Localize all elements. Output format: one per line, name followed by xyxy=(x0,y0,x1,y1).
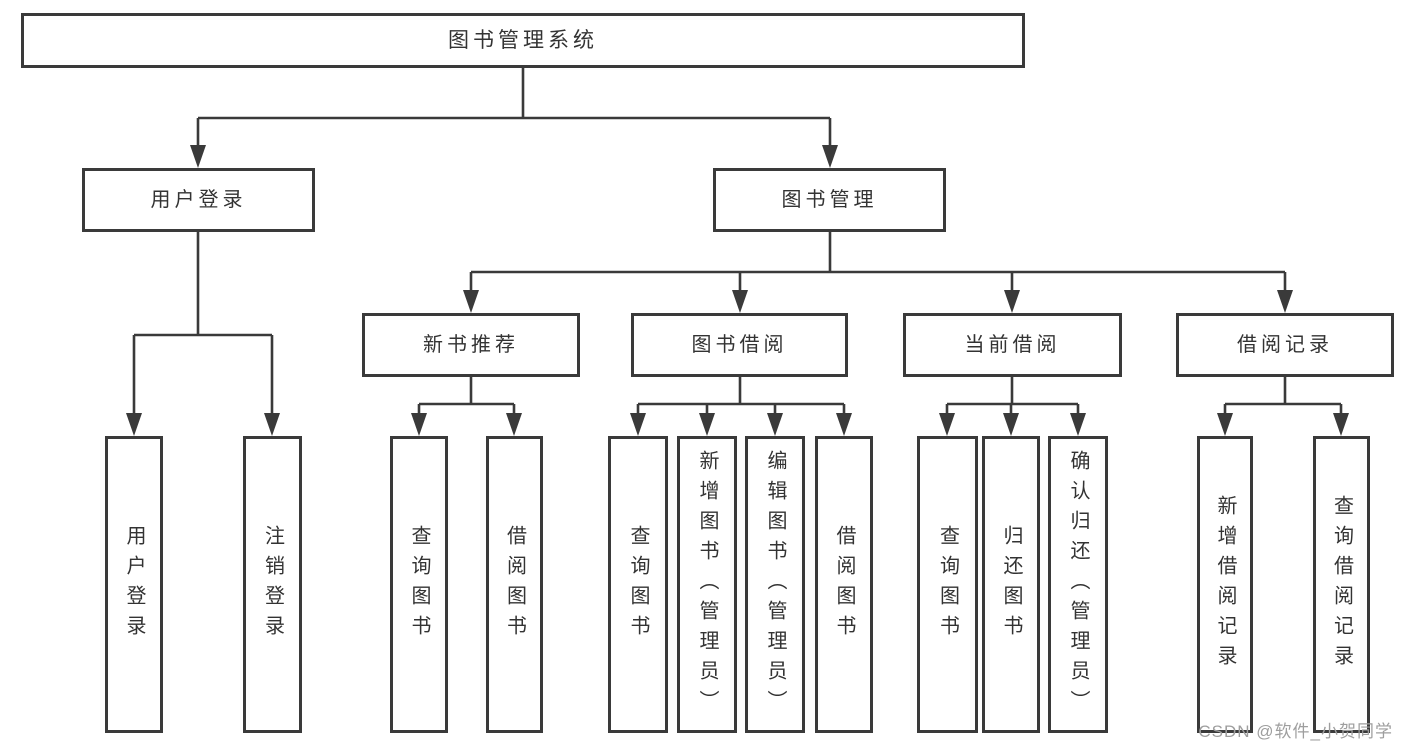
node-label: 查询图书 xyxy=(936,524,959,645)
arrow-head xyxy=(264,413,280,436)
arrow-head xyxy=(699,413,715,436)
leaf-return-books: 归还图书 xyxy=(982,436,1040,733)
connector-new-book-children xyxy=(417,377,516,418)
arrow-head xyxy=(1333,413,1349,436)
node-label: 图书管理系统 xyxy=(448,29,598,52)
connector-book-mgmt-children xyxy=(469,232,1287,295)
arrow-head xyxy=(411,413,427,436)
leaf-user-login: 用户登录 xyxy=(105,436,163,733)
arrow-head xyxy=(1003,413,1019,436)
node-book-management: 图书管理 xyxy=(713,168,946,232)
leaf-borrow-books-1: 借阅图书 xyxy=(486,436,543,733)
arrow-head xyxy=(506,413,522,436)
leaf-add-borrow-record: 新增借阅记录 xyxy=(1197,436,1253,733)
node-library-management-system: 图书管理系统 xyxy=(21,13,1025,68)
node-label: 查询图书 xyxy=(627,524,649,645)
node-user-login: 用户登录 xyxy=(82,168,315,232)
node-label: 借阅记录 xyxy=(1237,334,1333,356)
node-label: 确认归还（管理员） xyxy=(1067,449,1089,720)
node-label: 注销登录 xyxy=(261,524,284,645)
node-label: 新增借阅记录 xyxy=(1214,494,1236,675)
arrowheads-group xyxy=(126,145,1349,436)
leaf-logout: 注销登录 xyxy=(243,436,302,733)
connector-book-borrow-children xyxy=(636,377,846,418)
node-label: 查询图书 xyxy=(408,524,430,645)
node-label: 借阅图书 xyxy=(503,524,526,645)
arrow-head xyxy=(1004,290,1020,313)
arrow-head xyxy=(836,413,852,436)
node-label: 借阅图书 xyxy=(833,524,855,645)
node-new-book-recommend: 新书推荐 xyxy=(362,313,580,377)
arrow-head xyxy=(732,290,748,313)
arrow-head xyxy=(126,413,142,436)
node-current-borrowing: 当前借阅 xyxy=(903,313,1122,377)
connector-root-to-level2 xyxy=(196,68,832,150)
node-label: 查询借阅记录 xyxy=(1330,494,1353,675)
node-label: 新增图书（管理员） xyxy=(696,449,718,720)
node-borrow-records: 借阅记录 xyxy=(1176,313,1394,377)
node-label: 图书借阅 xyxy=(691,334,788,356)
leaf-edit-books-admin: 编辑图书（管理员） xyxy=(745,436,805,733)
arrow-head xyxy=(822,145,838,168)
leaf-query-books-1: 查询图书 xyxy=(390,436,448,733)
csdn-watermark: CSDN @软件_小贺同学 xyxy=(1198,722,1393,741)
arrow-head xyxy=(190,145,206,168)
node-label: 归还图书 xyxy=(1000,524,1022,645)
leaf-add-books-admin: 新增图书（管理员） xyxy=(677,436,737,733)
leaf-borrow-books-2: 借阅图书 xyxy=(815,436,873,733)
node-book-borrowing: 图书借阅 xyxy=(631,313,848,377)
leaf-query-borrow-record: 查询借阅记录 xyxy=(1313,436,1370,733)
node-label: 用户登录 xyxy=(150,189,247,211)
leaf-query-books-3: 查询图书 xyxy=(917,436,978,733)
arrow-head xyxy=(939,413,955,436)
node-label: 编辑图书（管理员） xyxy=(764,449,786,720)
arrow-head xyxy=(1070,413,1086,436)
node-label: 用户登录 xyxy=(123,524,145,645)
leaf-confirm-return-admin: 确认归还（管理员） xyxy=(1048,436,1108,733)
arrow-head xyxy=(630,413,646,436)
arrow-head xyxy=(767,413,783,436)
arrow-head xyxy=(1217,413,1233,436)
arrow-head xyxy=(1277,290,1293,313)
connector-user-login-children xyxy=(132,232,274,418)
node-label: 当前借阅 xyxy=(964,334,1061,356)
node-label: 新书推荐 xyxy=(423,334,519,356)
connector-borrow-record-children xyxy=(1223,377,1343,418)
leaf-query-books-2: 查询图书 xyxy=(608,436,668,733)
node-label: 图书管理 xyxy=(781,189,878,211)
connector-current-borrow-children xyxy=(945,377,1080,418)
arrow-head xyxy=(463,290,479,313)
